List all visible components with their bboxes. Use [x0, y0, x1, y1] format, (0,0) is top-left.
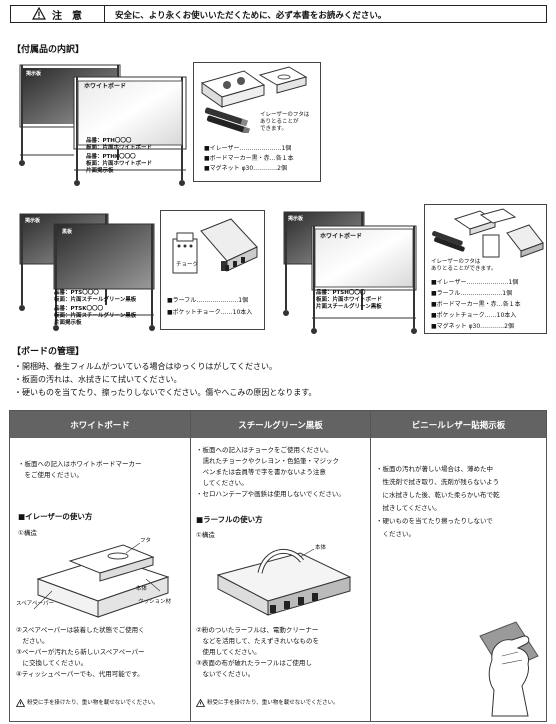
eraser-structure-label: ①構造 — [18, 529, 37, 537]
set1-item-list: ■イレーザー…………………1個 ■ボードマーカー黒・赤…各１本 ■マグネット φ… — [204, 144, 294, 174]
list-item: ■マグネット φ30…………2個 — [431, 323, 514, 330]
accessories-title: 【付属品の内訳】 — [12, 45, 85, 55]
wiping-hand-illustration — [479, 621, 539, 717]
column-divider — [370, 411, 371, 721]
management-title: 【ボードの管理】 — [12, 347, 85, 357]
rafuru-structure-label: ①構造 — [196, 531, 215, 539]
list-item: ・硬いものを当てたり、擦ったりしないでください。傷やへこみの原因となります。 — [14, 388, 317, 397]
vinyl-intro: ・板面の汚れが著しい場合は、薄めた中 性洗剤で拭き取り、洗剤が残らないよう に水… — [376, 465, 500, 538]
list-item: ③表面の布が破れたラーフルはご使用し — [196, 659, 312, 667]
set2-accessories-box: チョーク ■ラーフル…………………1個 ■ポケットチョーク……10本入 — [160, 210, 265, 330]
label-lid: フタ — [140, 538, 152, 544]
list-item: ■ポケットチョーク……10本入 — [167, 309, 253, 316]
set1-board-illustration: 掲示板 ホワイトボード 品番：PTH〇〇〇 板面：片面ホワイトボード 品番：PT… — [14, 60, 189, 190]
eraser-usage-title: ■イレーザーの使い方 — [18, 512, 93, 521]
set3-lid-note: イレーザーのフタは ありとることができます。 — [431, 259, 497, 272]
list-item: ・開梱時、養生フィルムがついている場合はゆっくりはがしてください。 — [14, 362, 277, 371]
set3-back-label: 掲示板 — [288, 216, 304, 222]
maintenance-table: ホワイトボード スチールグリーン黒板 ビニールレザー貼掲示板 ・板面への記入はホ… — [9, 410, 547, 722]
set2-back-label: 掲示板 — [25, 218, 41, 224]
list-item: ■ボードマーカー黒・赤…各１本 — [431, 301, 521, 308]
chalkboard-intro: ・板面への記入はチョークをご使用ください。 濡れたチョークやクレヨン・色鉛筆・マ… — [196, 446, 345, 498]
warning-icon — [16, 699, 25, 707]
whiteboard-intro: ・板面への記入はホワイトボードマーカー をご使用ください。 — [18, 460, 142, 479]
list-item: に交換してください。 — [16, 659, 88, 667]
caution-label: 注 意 — [52, 11, 82, 22]
set2-item-list: ■ラーフル…………………1個 ■ポケットチョーク……10本入 — [167, 295, 252, 319]
set3-spec: 品番：PTSH〇〇〇 板面：片面ホワイトボード 片面スチールグリーン黒板 — [316, 290, 383, 310]
list-item: ■イレーザー…………………1個 — [431, 279, 519, 286]
column-header-whiteboard: ホワイトボード — [10, 411, 190, 438]
eraser-steps: ②スペアペーパーは装着した状態でご使用く ださい。 ③ペーパーが汚れたら新しいス… — [16, 625, 145, 680]
set2-board-illustration: 掲示板 黒板 品番：PTS〇〇〇 板面：片面スチールグリーン黒板 品番：PTSK… — [14, 210, 159, 335]
set3-accessories-illustration — [432, 208, 544, 258]
list-item: ③ペーパーが汚れたら新しいスペアペーパー — [16, 648, 145, 656]
list-item: ■ラーフル…………………1個 — [431, 290, 513, 297]
set3-board-illustration: 掲示板 ホワイトボード 品番：PTSH〇〇〇 板面：片面ホワイトボード 片面スチ… — [280, 210, 420, 335]
label-cushion: クッション材 — [138, 599, 172, 605]
chalk-label: チョーク — [176, 262, 199, 268]
list-item: ■イレーザー…………………1個 — [204, 145, 292, 152]
list-item: ■マグネット φ30…………2個 — [204, 165, 287, 172]
caution-banner — [10, 5, 547, 23]
column-divider — [190, 411, 191, 721]
chalkboard-warning: 粉受に手を掛けたり、重い物を載せないでください。 — [196, 699, 339, 707]
rafuru-structure-diagram — [216, 548, 352, 616]
label-spare-paper: スペアペーパー — [16, 601, 54, 607]
set1-lid-note: イレーザーのフタは ありとることが できます。 — [260, 112, 310, 132]
set3-item-list: ■イレーザー…………………1個 ■ラーフル…………………1個 ■ボードマーカー黒… — [431, 277, 521, 332]
set2-spec: 品番：PTS〇〇〇 板面：片面スチールグリーン黒板 品番：PTSK〇〇〇 板面：… — [54, 290, 137, 326]
eraser-structure-diagram — [33, 542, 170, 618]
list-item: ださい。 — [16, 637, 49, 645]
management-bullets: ・開梱時、養生フィルムがついている場合はゆっくりはがしてください。 ・板面の汚れ… — [14, 360, 316, 399]
set1-front-label: ホワイトボード — [84, 83, 127, 90]
list-item: ・板面の汚れは、水拭きにて拭いてください。 — [14, 375, 182, 384]
list-item: ないでください。 — [196, 670, 255, 678]
column-header-chalkboard: スチールグリーン黒板 — [191, 411, 370, 438]
set3-stand-frame — [283, 211, 417, 334]
rafuru-usage-title: ■ラーフルの使い方 — [196, 515, 263, 524]
caution-text: 安全に、より永くお使いいただくために、必ず本書をお読みください。 — [115, 11, 387, 21]
rafuru-steps: ②粉のついたラーフルは、電動クリーナー などを活用して、たえずきれいなものを 使… — [196, 625, 319, 680]
set1-spec: 品番：PTH〇〇〇 板面：片面ホワイトボード 品番：PTHK〇〇〇 板面：片面ホ… — [86, 138, 153, 174]
list-item: ②スペアペーパーは装着した状態でご使用く — [16, 626, 145, 634]
column-header-vinyl: ビニールレザー貼掲示板 — [371, 411, 546, 438]
label-body: 本体 — [315, 545, 327, 551]
eraser-marker-illustration — [200, 66, 308, 133]
list-item: 使用してください。 — [196, 648, 261, 656]
list-item: ■ラーフル…………………1個 — [167, 297, 249, 304]
set3-accessories-box: イレーザーのフタは ありとることができます。 ■イレーザー…………………1個 ■… — [424, 204, 547, 334]
label-body: 本体 — [136, 586, 148, 592]
set1-back-label: 掲示板 — [26, 71, 42, 77]
chalk-rafuru-illustration — [172, 218, 258, 274]
set3-front-label: ホワイトボード — [320, 233, 363, 240]
warning-icon — [196, 699, 205, 707]
set2-front-label: 黒板 — [62, 229, 73, 235]
warning-icon — [32, 7, 46, 20]
list-item: などを活用して、たえずきれいなものを — [196, 637, 319, 645]
list-item: ②粉のついたラーフルは、電動クリーナー — [196, 626, 319, 634]
list-item: ■ボードマーカー黒・赤…各１本 — [204, 155, 294, 162]
set2-stand-frame — [19, 213, 155, 331]
set1-accessories-box: イレーザーのフタは ありとることが できます。 ■イレーザー…………………1個 … — [193, 62, 321, 182]
whiteboard-warning: 粉受に手を掛けたり、重い物を載せないでください。 — [16, 699, 159, 707]
set1-stand-frame — [19, 64, 187, 186]
caution-label-box: 注 意 — [10, 5, 105, 23]
list-item: ④ティッシュペーパーでも、代用可能です。 — [16, 670, 144, 678]
list-item: ■ポケットチョーク……10本入 — [431, 312, 517, 319]
